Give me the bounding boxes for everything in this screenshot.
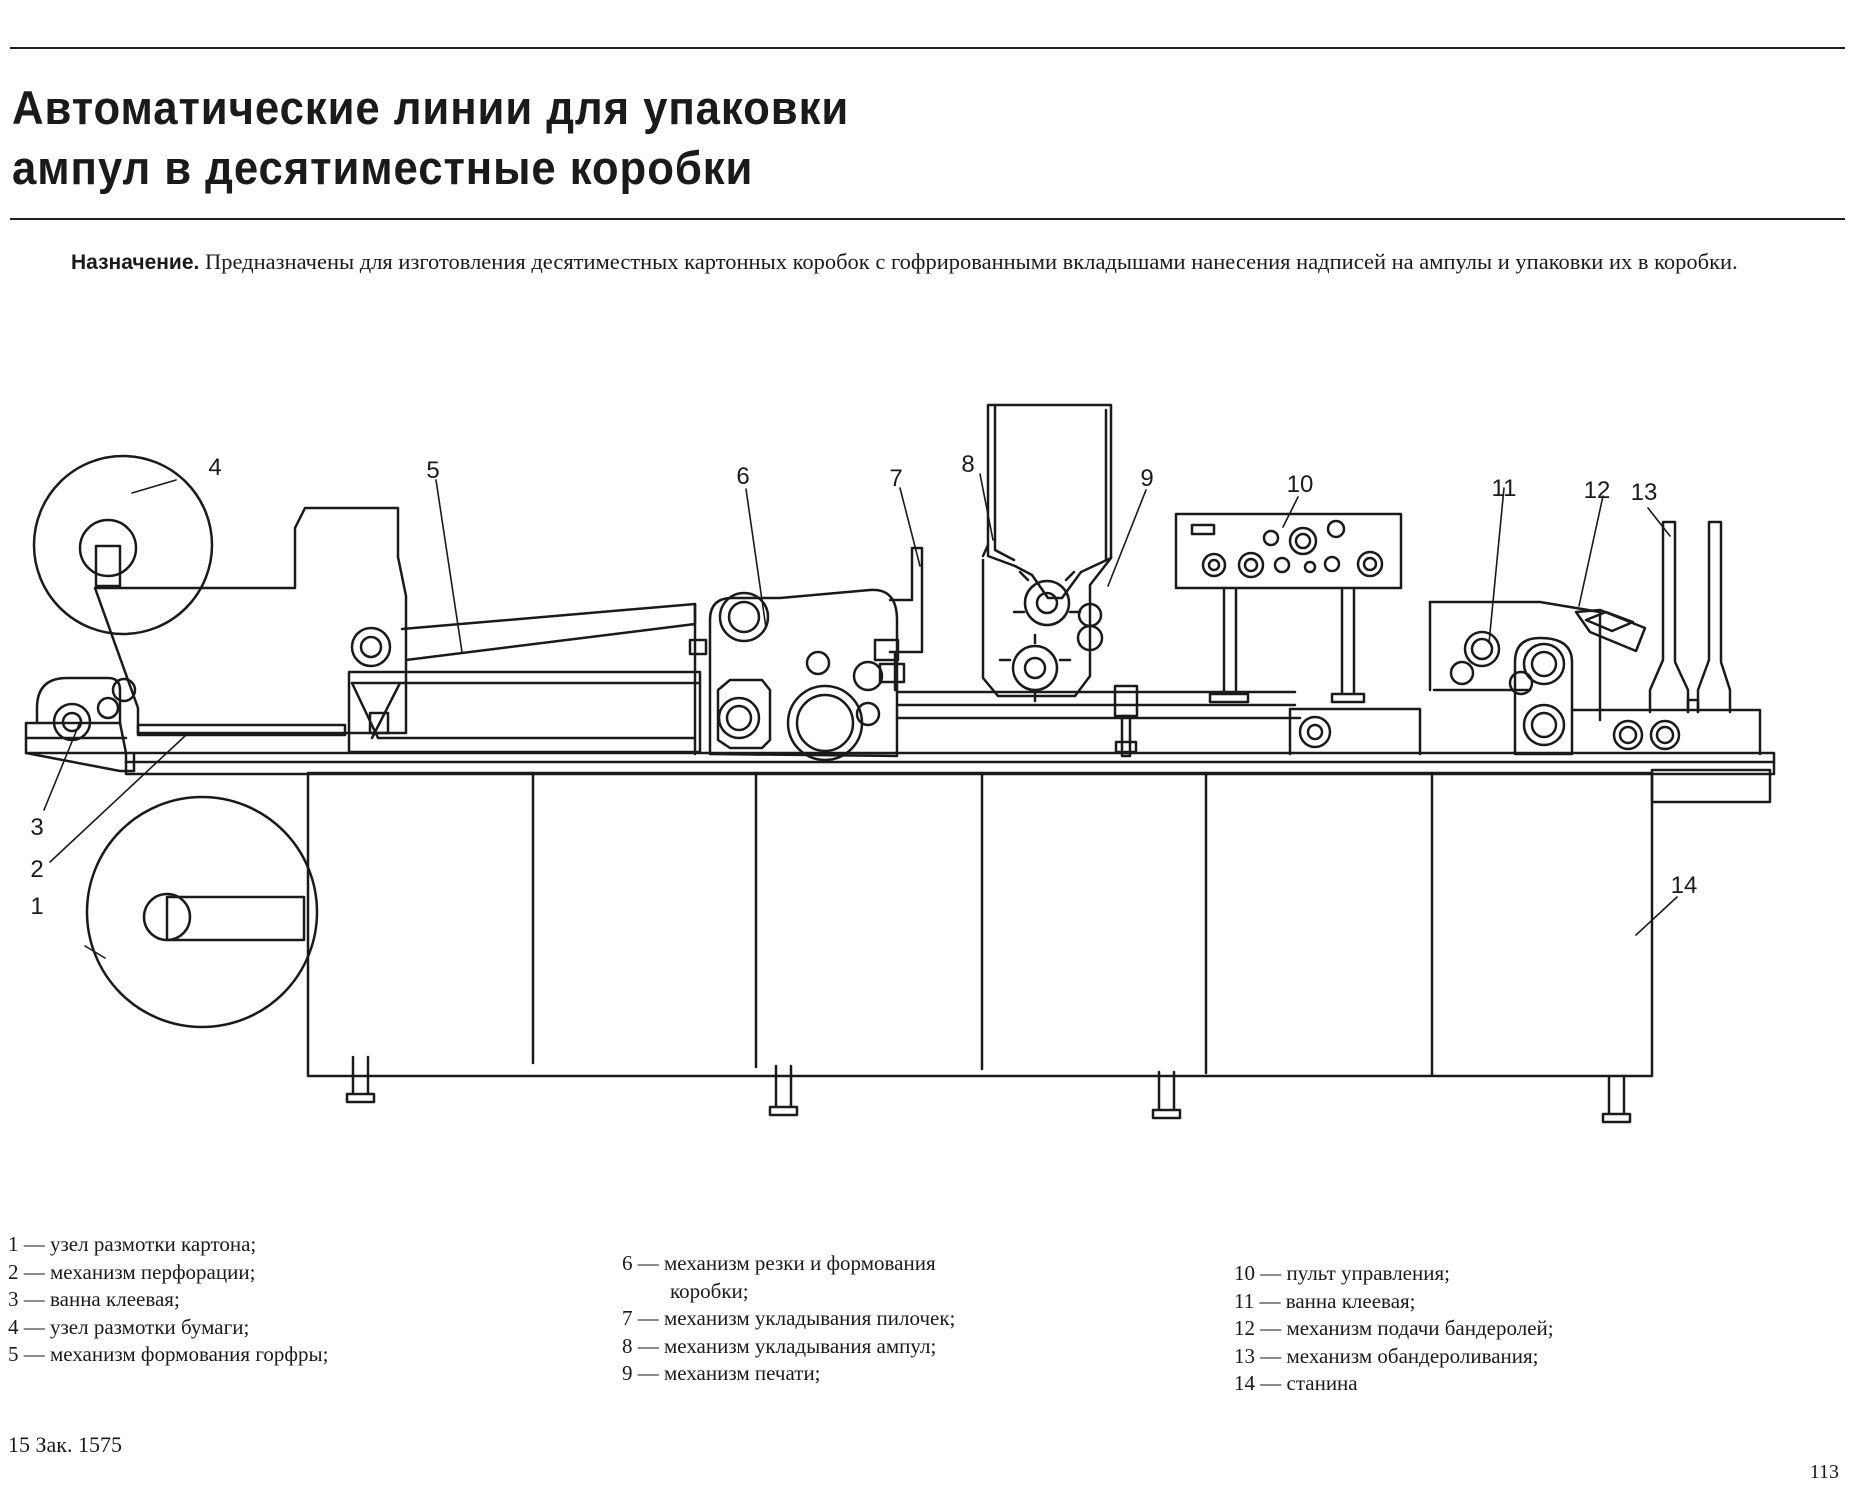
legend-item: 10 — пульт управления; [1234, 1261, 1450, 1285]
callout-9: 9 [1140, 465, 1153, 492]
top-rule [10, 47, 1845, 49]
page-title-line-2: ампул в десятиместные коробки [12, 141, 754, 194]
legend-item: 8 — механизм укладывания ампул; [622, 1333, 937, 1358]
callout-leaders [43, 473, 1678, 959]
callout-10: 10 [1287, 471, 1314, 498]
callout-8: 8 [961, 451, 974, 478]
legend-item: 3 — ванна клеевая; [8, 1287, 180, 1311]
purpose-paragraph: Назначение. Предназначены для изготовлен… [14, 248, 1779, 277]
callout-12: 12 [1584, 477, 1611, 504]
legend-item: 9 — механизм печати; [622, 1361, 821, 1385]
legend-item: 4 — узел размотки бумаги; [8, 1314, 250, 1339]
legend-item: 14 — станина [1234, 1371, 1358, 1395]
page-title-line-1: Автоматические линии для упаковки [12, 81, 850, 134]
print-order-note: 15 Зак. 1575 [8, 1432, 122, 1457]
control-panel [1174, 512, 1403, 704]
legend-column-3: 10 — пульт управления; 11 — ванна клеева… [1234, 1260, 1554, 1398]
legend-column-2: 6 — механизм резки и формования коробки;… [622, 1250, 955, 1388]
page-number: 113 [1809, 1461, 1839, 1483]
machine-frame [124, 751, 1776, 1124]
callout-labels: 4 5 6 7 8 9 10 11 12 13 14 3 2 1 [30, 451, 1697, 920]
purpose-text: Предназначены для изготовления десятимес… [204, 249, 1738, 274]
legend-item: 2 — механизм перфорации; [8, 1259, 256, 1284]
legend-item: 6 — механизм резки и формования [622, 1251, 936, 1275]
left-infeed-section [24, 454, 408, 1029]
callout-7: 7 [889, 465, 902, 492]
callout-4: 4 [208, 454, 221, 481]
callout-14: 14 [1671, 872, 1698, 899]
legend-item: 5 — механизм формования горфры; [8, 1342, 329, 1366]
banding-section [1288, 520, 1762, 756]
legend-item: 1 — узел размотки картона; [8, 1232, 257, 1256]
legend-column-1: 1 — узел размотки картона; 2 — механизм … [8, 1231, 328, 1369]
legend-item: 7 — механизм укладывания пилочек; [622, 1306, 956, 1330]
legend-item: 12 — механизм подачи бандеролей; [1234, 1316, 1554, 1340]
callout-6: 6 [736, 463, 749, 490]
purpose-lead: Назначение. [71, 251, 200, 274]
callout-3: 3 [30, 814, 43, 841]
callout-13: 13 [1631, 479, 1658, 506]
callout-1: 1 [30, 893, 43, 920]
stick-laying-mechanism [873, 546, 924, 692]
conveyor [895, 684, 1302, 758]
legend-item-continuation: коробки; [670, 1278, 749, 1303]
callout-11: 11 [1492, 475, 1517, 502]
machine-drawing: 4 5 6 7 8 9 10 11 12 13 14 3 2 1 [24, 403, 1776, 1124]
legend-item: 13 — механизм обандероливания; [1234, 1343, 1539, 1368]
callout-5: 5 [426, 457, 439, 484]
ampoule-hopper [981, 403, 1113, 703]
title-rule [10, 218, 1845, 220]
legend-item: 11 — ванна клеевая; [1234, 1288, 1416, 1313]
box-forming-mechanism [708, 588, 899, 762]
callout-2: 2 [30, 856, 43, 883]
corrugation-mechanism [347, 602, 708, 756]
page-title: Автоматические линии для упаковки ампул … [12, 78, 849, 198]
